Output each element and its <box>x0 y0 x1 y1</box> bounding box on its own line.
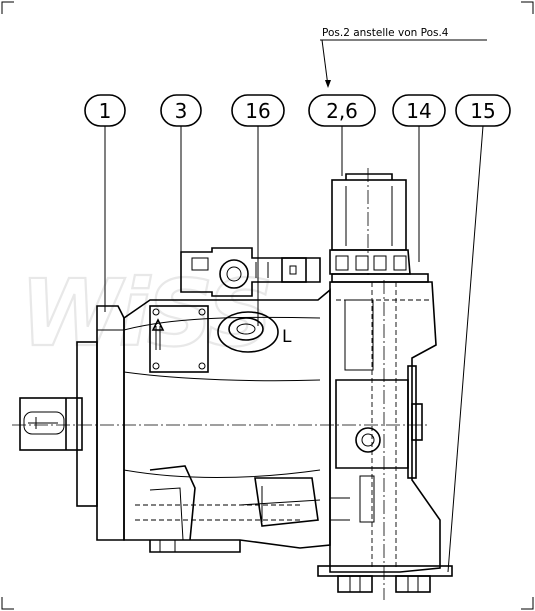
end-housing <box>329 281 441 573</box>
note-arrow <box>325 80 331 88</box>
callout-2-6: 2,6 <box>308 94 376 127</box>
watermark-text: WiSS <box>20 260 270 367</box>
svg-text:3: 3 <box>175 99 188 123</box>
port-l-label: L <box>282 327 292 347</box>
svg-text:14: 14 <box>406 99 431 123</box>
callout-3: 3 <box>160 94 202 127</box>
callout-16: 16 <box>231 94 285 127</box>
svg-text:16: 16 <box>245 99 270 123</box>
electrical-connector <box>180 247 321 297</box>
svg-text:1: 1 <box>99 99 112 123</box>
callout-1: 1 <box>84 94 126 127</box>
drive-shaft <box>19 397 83 451</box>
note-leader <box>321 39 329 87</box>
port-l: L <box>217 311 292 353</box>
control-valve <box>329 173 429 283</box>
base-plate <box>317 565 453 593</box>
svg-text:15: 15 <box>470 99 495 123</box>
svg-text:2,6: 2,6 <box>326 99 358 123</box>
callout-14: 14 <box>392 94 446 127</box>
callout-15: 15 <box>455 94 511 127</box>
pump-housing <box>123 288 331 553</box>
revision-note: Pos.2 anstelle von Pos.4 <box>322 27 449 39</box>
cover-plate <box>149 305 209 373</box>
leader-lines <box>104 125 484 573</box>
